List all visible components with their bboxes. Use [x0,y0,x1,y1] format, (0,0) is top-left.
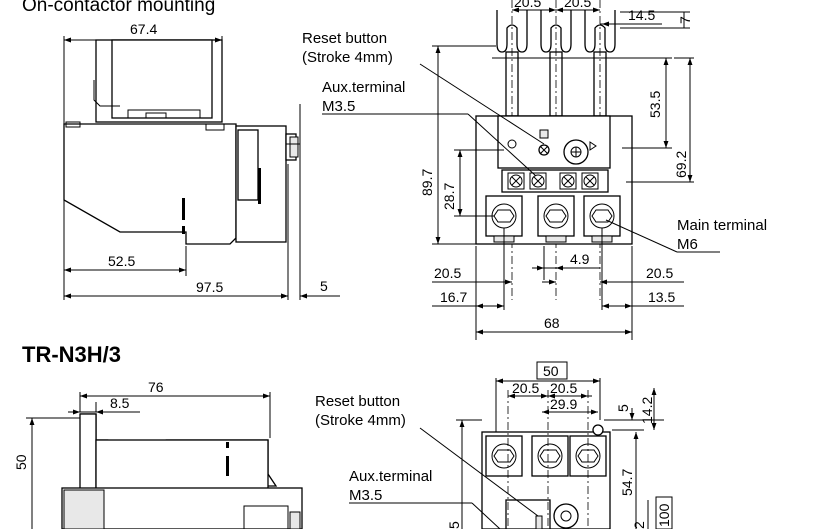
dim-97-5: 97.5 [196,279,223,295]
dim-76: 76 [148,379,164,395]
dim-52-5: 52.5 [108,253,135,269]
dim-53-5: 53.5 [647,91,663,118]
dim-13-5: 13.5 [648,289,675,305]
dim-5-right-bottom: 5 [615,404,631,412]
section-header-on-contactor: On-contactor mounting [22,0,215,16]
reset-button-label: Reset button [302,30,387,47]
dim-50-box: 50 [543,363,559,379]
dim-14-2: 14.2 [639,397,655,424]
top-front-view: 20.5 20.5 14.5 7 53.5 69.2 89.7 28.7 [302,0,767,340]
dim-89-7: 89.7 [419,169,435,196]
bottom-side-view: 76 8.5 50 [13,379,303,529]
dim-20-5-left: 20.5 [434,265,461,281]
main-terminal-size-label: M6 [677,236,698,253]
dim-5-left-bottom: 5 [446,521,462,529]
dim-top-20-5-a: 20.5 [514,0,541,10]
reset-stroke-label-bottom: (Stroke 4mm) [315,412,406,429]
dim-top-20-5-b: 20.5 [564,0,591,10]
dim-67-4: 67.4 [130,21,157,37]
section-title-tr-n3h3: TR-N3H/3 [22,342,121,367]
dim-5: 5 [320,278,328,294]
dim-7: 7 [677,16,693,24]
dim-100: 100 [656,503,672,527]
dim-2: 2 [631,521,647,529]
dim-50-side: 50 [13,454,29,470]
dim-16-7: 16.7 [440,289,467,305]
dim-14-5: 14.5 [628,7,655,23]
aux-terminal-label-bottom: Aux.terminal [349,468,432,485]
aux-terminal-size-label: M3.5 [322,98,355,115]
dim-4-9: 4.9 [570,251,590,267]
reset-stroke-label: (Stroke 4mm) [302,49,393,66]
aux-terminal-size-label-bottom: M3.5 [349,487,382,504]
bottom-front-view: 50 20.5 20.5 29.9 5 [315,361,673,529]
main-terminal-label: Main terminal [677,217,767,234]
top-side-view: 67.4 52.5 97.5 5 [63,21,340,300]
dim-29-9: 29.9 [550,396,577,412]
dim-8-5: 8.5 [110,395,130,411]
reset-button-label-bottom: Reset button [315,393,400,410]
dim-68: 68 [544,315,560,331]
dim-20-5-right: 20.5 [646,265,673,281]
dim-54-7: 54.7 [619,469,635,496]
dim-20-5-a-bottom: 20.5 [512,380,539,396]
dim-28-7: 28.7 [441,183,457,210]
aux-terminal-label: Aux.terminal [322,79,405,96]
dim-69-2: 69.2 [673,151,689,178]
dim-20-5-b-bottom: 20.5 [550,380,577,396]
